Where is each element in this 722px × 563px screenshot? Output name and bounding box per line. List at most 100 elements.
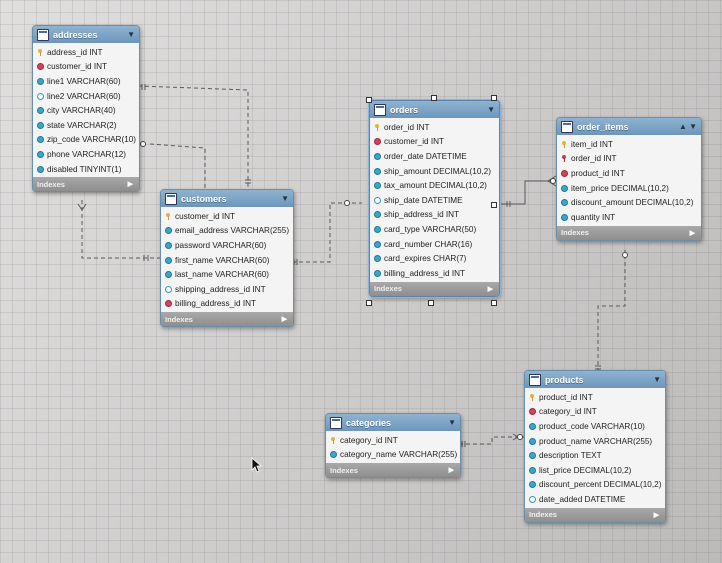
resize-handle[interactable] xyxy=(366,300,372,306)
not-null-column-icon xyxy=(529,452,536,460)
column-row[interactable]: email_address VARCHAR(255) xyxy=(161,224,293,239)
cardinality-mark xyxy=(245,179,251,184)
indexes-footer[interactable]: Indexes ▶ xyxy=(33,177,139,192)
column-row[interactable]: order_id INT xyxy=(557,152,701,167)
not-null-column-icon xyxy=(37,136,44,144)
collapse-arrow-icon[interactable]: ▼ xyxy=(127,30,135,39)
collapse-arrow-icon[interactable]: ▲ ▼ xyxy=(678,122,697,131)
column-row[interactable]: line2 VARCHAR(60) xyxy=(33,89,139,104)
column-row[interactable]: product_id INT xyxy=(525,390,665,405)
column-row[interactable]: description TEXT xyxy=(525,448,665,463)
table-header[interactable]: customers ▼ xyxy=(161,190,293,207)
column-row[interactable]: discount_percent DECIMAL(10,2) xyxy=(525,478,665,493)
expand-arrow-icon[interactable]: ▶ xyxy=(487,285,493,293)
column-label: shipping_address_id INT xyxy=(175,284,266,294)
table-header[interactable]: addresses ▼ xyxy=(33,26,139,43)
column-row[interactable]: ship_amount DECIMAL(10,2) xyxy=(370,164,499,179)
column-row[interactable]: category_name VARCHAR(255) xyxy=(326,448,460,463)
column-row[interactable]: product_name VARCHAR(255) xyxy=(525,434,665,449)
column-row[interactable]: state VARCHAR(2) xyxy=(33,118,139,133)
column-row[interactable]: address_id INT xyxy=(33,45,139,60)
indexes-footer[interactable]: Indexes ▶ xyxy=(525,507,665,522)
column-row[interactable]: list_price DECIMAL(10,2) xyxy=(525,463,665,478)
expand-arrow-icon[interactable]: ▶ xyxy=(653,511,659,519)
column-row[interactable]: billing_address_id INT xyxy=(370,266,499,281)
expand-arrow-icon[interactable]: ▶ xyxy=(281,316,287,324)
column-row[interactable]: item_price DECIMAL(10,2) xyxy=(557,181,701,196)
column-row[interactable]: card_type VARCHAR(50) xyxy=(370,222,499,237)
not-null-column-icon xyxy=(37,165,44,173)
indexes-footer[interactable]: Indexes ▶ xyxy=(326,463,460,478)
resize-handle[interactable] xyxy=(366,97,372,103)
table-header[interactable]: categories ▼ xyxy=(326,414,460,431)
column-row[interactable]: category_id INT xyxy=(326,433,460,448)
table-icon xyxy=(165,192,177,205)
table-products[interactable]: products ▼ product_id INT category_id INT… xyxy=(524,370,666,523)
resize-handle[interactable] xyxy=(491,95,497,101)
column-row[interactable]: customer_id INT xyxy=(33,60,139,75)
expand-arrow-icon[interactable]: ▶ xyxy=(689,229,695,237)
not-null-column-icon xyxy=(37,121,44,129)
column-row[interactable]: city VARCHAR(40) xyxy=(33,103,139,118)
column-row[interactable]: zip_code VARCHAR(10) xyxy=(33,133,139,148)
mouse-cursor-icon xyxy=(251,457,263,473)
column-row[interactable]: order_date DATETIME xyxy=(370,149,499,164)
collapse-arrow-icon[interactable]: ▼ xyxy=(653,375,661,384)
column-row[interactable]: customer_id INT xyxy=(161,209,293,224)
not-null-column-icon xyxy=(561,213,568,221)
column-row[interactable]: item_id INT xyxy=(557,137,701,152)
column-row[interactable]: customer_id INT xyxy=(370,135,499,150)
column-row[interactable]: order_id INT xyxy=(370,120,499,135)
column-row[interactable]: billing_address_id INT xyxy=(161,297,293,312)
column-row[interactable]: ship_date DATETIME xyxy=(370,193,499,208)
resize-handle[interactable] xyxy=(491,300,497,306)
column-row[interactable]: card_number CHAR(16) xyxy=(370,237,499,252)
collapse-arrow-icon[interactable]: ▼ xyxy=(281,194,289,203)
table-header[interactable]: products ▼ xyxy=(525,371,665,388)
column-row[interactable]: card_expires CHAR(7) xyxy=(370,251,499,266)
table-header[interactable]: orders ▼ xyxy=(370,101,499,118)
column-label: list_price DECIMAL(10,2) xyxy=(539,465,632,475)
column-row[interactable]: last_name VARCHAR(60) xyxy=(161,267,293,282)
column-row[interactable]: disabled TINYINT(1) xyxy=(33,162,139,177)
expand-arrow-icon[interactable]: ▶ xyxy=(448,467,454,475)
column-row[interactable]: password VARCHAR(60) xyxy=(161,238,293,253)
column-row[interactable]: phone VARCHAR(12) xyxy=(33,147,139,162)
column-row[interactable]: shipping_address_id INT xyxy=(161,282,293,297)
indexes-footer[interactable]: Indexes ▶ xyxy=(161,312,293,327)
indexes-label: Indexes xyxy=(529,510,557,520)
collapse-arrow-icon[interactable]: ▼ xyxy=(448,418,456,427)
not-null-column-icon xyxy=(374,182,381,190)
column-row[interactable]: date_added DATETIME xyxy=(525,492,665,507)
resize-handle[interactable] xyxy=(428,300,434,306)
column-row[interactable]: discount_amount DECIMAL(10,2) xyxy=(557,195,701,210)
nullable-column-icon xyxy=(529,495,536,503)
column-row[interactable]: category_id INT xyxy=(525,405,665,420)
resize-handle[interactable] xyxy=(491,202,497,208)
not-null-column-icon xyxy=(37,107,44,115)
table-header[interactable]: order_items ▲ ▼ xyxy=(557,118,701,135)
relationship-line xyxy=(149,143,206,190)
column-label: category_id INT xyxy=(539,407,597,417)
column-row[interactable]: tax_amount DECIMAL(10,2) xyxy=(370,178,499,193)
column-row[interactable]: line1 VARCHAR(60) xyxy=(33,74,139,89)
collapse-arrow-icon[interactable]: ▼ xyxy=(487,105,495,114)
indexes-footer[interactable]: Indexes ▶ xyxy=(370,281,499,296)
column-row[interactable]: product_id INT xyxy=(557,166,701,181)
resize-handle[interactable] xyxy=(431,95,437,101)
column-row[interactable]: product_code VARCHAR(10) xyxy=(525,419,665,434)
column-row[interactable]: ship_address_id INT xyxy=(370,208,499,223)
column-row[interactable]: first_name VARCHAR(60) xyxy=(161,253,293,268)
primary-key-icon xyxy=(165,212,172,220)
column-row[interactable]: quantity INT xyxy=(557,210,701,225)
indexes-footer[interactable]: Indexes ▶ xyxy=(557,225,701,240)
primary-key-icon xyxy=(561,140,568,148)
expand-arrow-icon[interactable]: ▶ xyxy=(127,181,133,189)
